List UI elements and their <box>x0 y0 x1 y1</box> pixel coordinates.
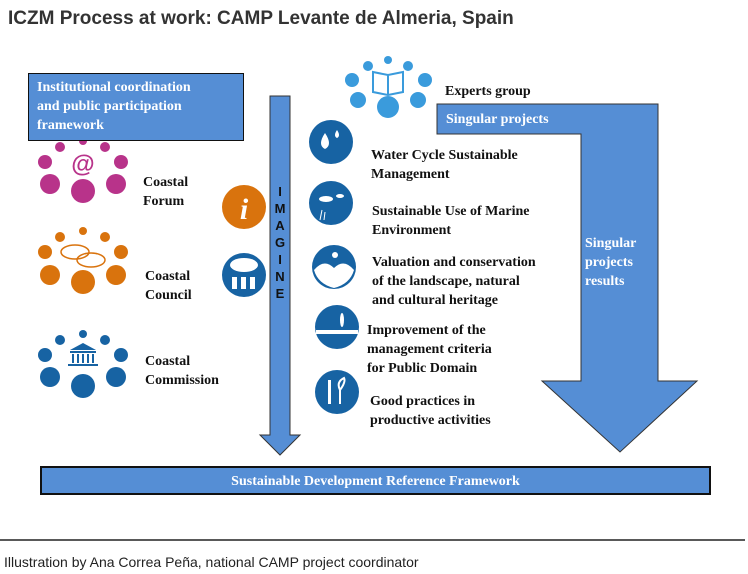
fish-icon <box>309 181 353 225</box>
svg-text:@: @ <box>71 151 94 178</box>
government-building-people-icon <box>38 330 128 398</box>
imagine-arrow <box>258 95 302 456</box>
water-drops-icon <box>309 120 353 164</box>
box-line: framework <box>37 118 104 133</box>
box-line: and public participation <box>37 99 182 114</box>
landscape-icon <box>312 245 356 289</box>
diagram-title: ICZM Process at work: CAMP Levante de Al… <box>8 8 514 29</box>
singular-projects-label: Singular projects <box>446 112 549 127</box>
at-sign-people-icon: @ <box>38 137 128 203</box>
beach-icon <box>315 305 359 349</box>
box-line: Institutional coordination <box>37 80 191 95</box>
svg-text:i: i <box>240 193 249 226</box>
framework-label: Sustainable Development Reference Framew… <box>231 474 520 489</box>
institutional-framework-box: Institutional coordination and public pa… <box>28 73 244 141</box>
speech-bubbles-people-icon <box>38 227 128 294</box>
framework-bar: Sustainable Development Reference Framew… <box>40 466 711 495</box>
caption: Illustration by Ana Correa Peña, nationa… <box>4 554 419 570</box>
book-people-icon <box>345 56 432 118</box>
experts-group-label: Experts group <box>445 84 531 99</box>
cloud-people-icon <box>222 253 266 297</box>
singular-projects-arrow <box>436 103 699 453</box>
information-icon: i <box>222 185 266 229</box>
plant-tools-icon <box>315 370 359 414</box>
